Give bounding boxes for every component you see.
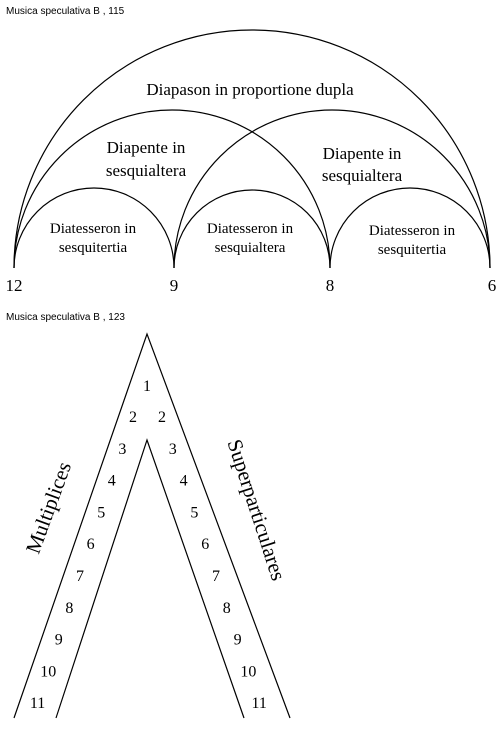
right-number-10: 10 [240,663,256,680]
right-number-6: 6 [201,536,209,553]
right-number-2: 2 [158,409,166,426]
right-number-11: 11 [251,695,266,712]
left-number-4: 4 [108,473,116,490]
left-number-7: 7 [76,568,84,585]
node-12: 12 [6,276,23,295]
figure-1-caption: Musica speculativa B , 115 [6,6,125,17]
right-number-8: 8 [223,600,231,617]
label-diapente-left-line1: Diapente in [107,138,186,157]
label-diatesseron-mid-line2: sesquialtera [215,240,286,256]
lambda-outer [13,332,291,719]
label-diapason: Diapason in proportione dupla [146,80,354,99]
label-diatesseron-right-line2: sesquitertia [378,242,447,258]
left-number-2: 2 [129,409,137,426]
label-superparticulares: Superparticulares [223,436,291,583]
left-number-9: 9 [55,632,63,649]
node-6: 6 [488,276,497,295]
right-number-5: 5 [190,504,198,521]
label-diapente-left-line2: sesquialtera [106,161,187,180]
arc-diapason [13,29,491,269]
left-number-8: 8 [65,600,73,617]
label-multiplices: Multiplices [21,459,76,557]
left-number-3: 3 [118,441,126,458]
arc-diatesseron-mid [173,189,331,269]
label-diatesseron-mid-line1: Diatesseron in [207,221,294,237]
figure-1: Musica speculativa B , 115 Diapason in p… [6,6,497,295]
arc-diatesseron-left [13,187,175,269]
arc-diatesseron-right [329,187,491,269]
left-number-10: 10 [40,663,56,680]
arc-diapente-right [173,109,491,269]
apex-number: 1 [143,378,151,395]
figure-2-caption: Musica speculativa B , 123 [6,312,125,323]
label-diatesseron-left-line1: Diatesseron in [50,221,137,237]
node-8: 8 [326,276,335,295]
lambda-inner [55,438,245,719]
arc-diapente-left [13,109,331,269]
right-number-3: 3 [169,441,177,458]
left-number-11: 11 [30,695,45,712]
figure-2: Musica speculativa B , 123 1 23456789101… [6,312,291,719]
right-number-4: 4 [180,473,188,490]
right-number-9: 9 [234,632,242,649]
label-diapente-right-line1: Diapente in [323,144,402,163]
label-diatesseron-right-line1: Diatesseron in [369,223,456,239]
right-number-7: 7 [212,568,220,585]
left-number-6: 6 [87,536,95,553]
label-diatesseron-left-line2: sesquitertia [59,240,128,256]
left-number-5: 5 [97,504,105,521]
label-diapente-right-line2: sesquialtera [322,166,403,185]
node-9: 9 [170,276,179,295]
